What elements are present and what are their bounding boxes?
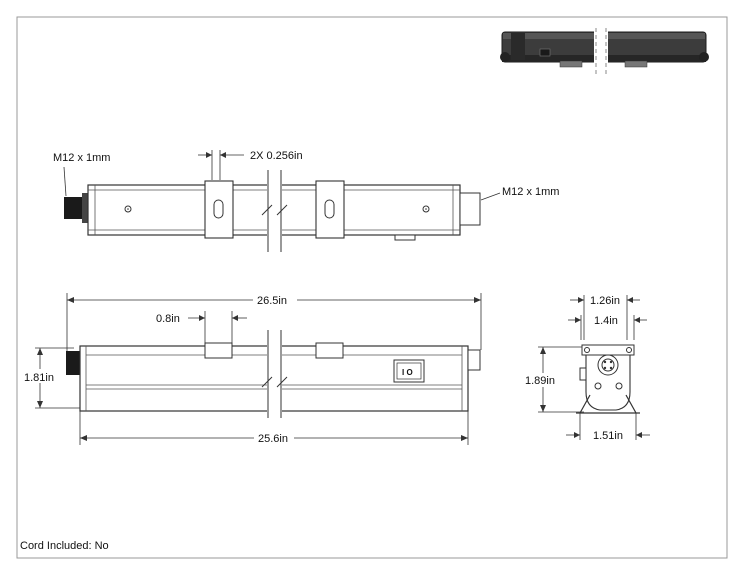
sheet-border	[16, 16, 728, 559]
clip-width-label: 0.8in	[156, 313, 180, 325]
height-label: 1.81in	[24, 372, 54, 384]
cord-included-note: Cord Included: No	[20, 540, 109, 552]
switch-symbol-label: I O	[402, 368, 413, 377]
mounting-clip	[315, 180, 345, 239]
slot-dimension-label: 2X 0.256in	[250, 150, 303, 162]
end-view	[524, 295, 650, 440]
left-connector-label: M12 x 1mm	[53, 152, 110, 164]
overall-length-label: 26.5in	[257, 295, 287, 307]
left-connector-icon	[64, 197, 84, 219]
top-view	[63, 150, 501, 252]
top-width-inner-label: 1.4in	[594, 315, 618, 327]
right-connector-icon	[459, 192, 481, 226]
product-thumbnail	[500, 28, 709, 76]
front-view	[22, 293, 482, 445]
base-width-label: 1.51in	[593, 430, 623, 442]
front-connector-icon	[66, 351, 80, 375]
end-height-label: 1.89in	[525, 375, 555, 387]
body-length-label: 25.6in	[258, 433, 288, 445]
right-connector-label: M12 x 1mm	[502, 186, 559, 198]
top-width-outer-label: 1.26in	[590, 295, 620, 307]
